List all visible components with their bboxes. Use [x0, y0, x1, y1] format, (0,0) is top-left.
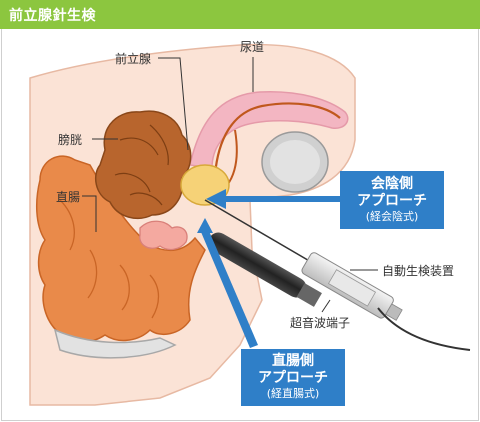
callout-perineal-line3: (経会陰式) [365, 210, 419, 223]
label-biopsy-device: 自動生検装置 [382, 264, 455, 278]
header-bar: 前立腺針生検 [0, 0, 480, 29]
callout-rectal-line1: 直腸側 [272, 353, 314, 369]
label-ultrasound-probe: 超音波端子 [290, 316, 351, 330]
sacrum-bone [53, 328, 177, 359]
callout-rectal-line3: (経直腸式) [266, 387, 320, 400]
label-rectum: 直腸 [56, 190, 81, 204]
label-prostate: 前立腺 [115, 52, 152, 66]
callout-perineal-line1: 会陰側 [371, 176, 413, 192]
urethra-tissue [189, 91, 349, 169]
label-bladder: 膀胱 [58, 133, 83, 147]
label-urethra: 尿道 [240, 40, 265, 54]
ultrasound-probe [208, 232, 322, 307]
callout-rectal-approach: 直腸側 アプローチ (経直腸式) [241, 349, 345, 406]
page-title: 前立腺針生検 [9, 8, 96, 24]
perineal-arrow [206, 189, 340, 209]
probe-cable [377, 307, 471, 351]
callout-rectal-line2: アプローチ [258, 370, 328, 386]
seminal-vesicle [139, 220, 188, 251]
callout-perineal-line2: アプローチ [357, 193, 427, 209]
callout-perineal-approach: 会陰側 アプローチ (経会陰式) [340, 171, 444, 229]
bladder [94, 110, 192, 219]
illustration-frame [1, 29, 479, 421]
rectal-arrow [197, 218, 258, 348]
biopsy-device [301, 252, 403, 321]
urethra-channel [213, 102, 341, 176]
